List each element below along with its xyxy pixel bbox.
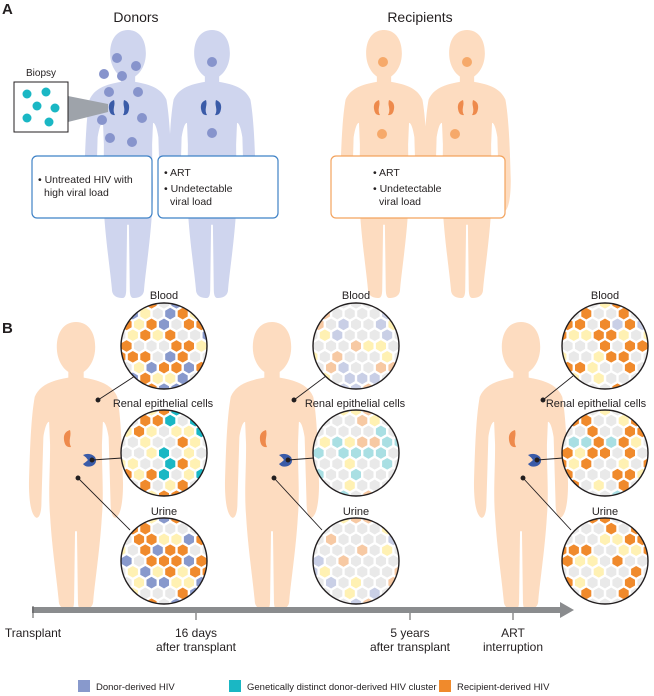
recipient-status-line-3: viral load (379, 196, 421, 208)
recipient-status-line-2: • Undetectable (373, 183, 442, 195)
timeline-label-16-days-line-1: 16 days (175, 626, 217, 640)
donor-2-status-line-3: viral load (170, 196, 212, 208)
legend-swatch-donor (78, 680, 90, 692)
biopsy-cells (22, 87, 60, 127)
label-blood-1: Blood (150, 290, 178, 302)
legend-swatch-distinct-cluster (229, 680, 241, 692)
timeline-label-5-years-line-1: 5 years (390, 626, 429, 640)
recipient-2-kidneys (457, 100, 479, 116)
recipient-virus-dots (377, 57, 472, 139)
timeline-label-art-line-1: ART (501, 626, 525, 640)
recipient-1-kidneys (373, 100, 395, 116)
recipient-status-line-1: • ART (373, 167, 400, 179)
donor-1-status-line-1: • Untreated HIV with (38, 174, 133, 186)
label-urine-2: Urine (343, 506, 369, 518)
donor-2-virus-dots (207, 57, 217, 138)
donor-2-status-box (157, 155, 279, 219)
leader-lines (75, 375, 574, 531)
label-urine-1: Urine (151, 506, 177, 518)
panel-a-letter: A (2, 1, 13, 18)
biopsy-cone (68, 96, 108, 122)
timeline-label-transplant: Transplant (5, 626, 62, 640)
recipient-time-2-silhouette (224, 322, 320, 610)
label-blood-3: Blood (591, 290, 619, 302)
donor-2-kidneys (200, 100, 222, 116)
legend-label-distinct-cluster: Genetically distinct donor-derived HIV c… (247, 682, 437, 693)
time-3-kidneys (508, 430, 541, 467)
legend-label-donor: Donor-derived HIV (96, 682, 175, 693)
recipient-time-1-silhouette (28, 322, 124, 610)
donor-1-virus-dots (97, 53, 147, 147)
legend: Donor-derived HIV Genetically distinct d… (78, 680, 550, 693)
donors-title: Donors (113, 9, 158, 25)
timeline-label-16-days-line-2: after transplant (156, 640, 237, 654)
label-urine-3: Urine (592, 506, 618, 518)
time-2-kidneys (259, 430, 292, 467)
label-blood-2: Blood (342, 290, 370, 302)
label-renal-1: Renal epithelial cells (113, 398, 214, 410)
urine-circle-art-interruption (562, 518, 648, 604)
donor-1-status-box (31, 155, 153, 219)
donor-1-kidneys (108, 100, 130, 116)
timeline-label-art-line-2: interruption (483, 640, 543, 654)
legend-swatch-recipient (439, 680, 451, 692)
legend-label-recipient: Recipient-derived HIV (457, 682, 550, 693)
label-renal-2: Renal epithelial cells (305, 398, 406, 410)
donor-2-status-line-2: • Undetectable (164, 183, 233, 195)
timeline-label-5-years-line-2: after transplant (370, 640, 451, 654)
time-1-kidneys (63, 430, 96, 467)
recipient-status-box (330, 155, 506, 219)
donor-2-status-line-1: • ART (164, 167, 191, 179)
timeline-arrow (32, 602, 574, 620)
label-renal-3: Renal epithelial cells (546, 398, 647, 410)
panel-b-letter: B (2, 320, 13, 337)
circle-outlines (120, 302, 649, 605)
donor-1-status-line-2: high viral load (44, 187, 109, 199)
recipient-time-3-silhouette (473, 322, 569, 610)
recipients-title: Recipients (387, 9, 452, 25)
biopsy-label: Biopsy (26, 68, 56, 79)
